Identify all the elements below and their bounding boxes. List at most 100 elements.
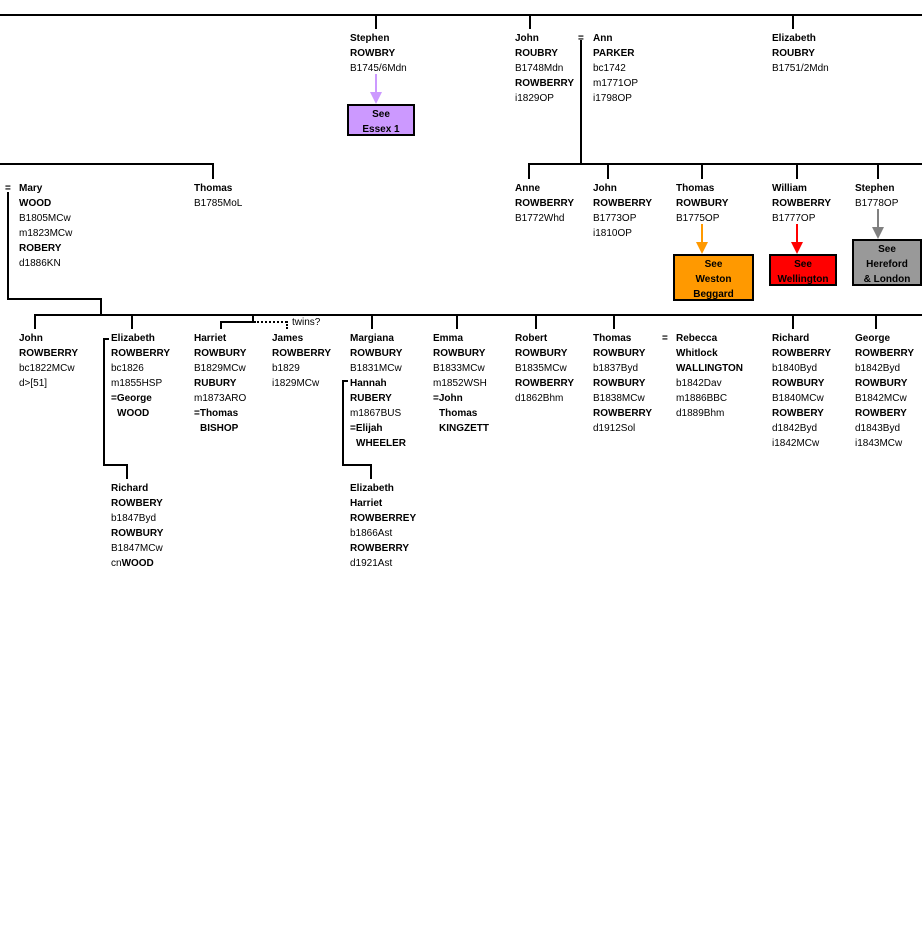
person-richard-rowberry-1840[interactable]: Richard ROWBERRY b1840Byd ROWBURY B1840M… <box>772 331 831 451</box>
given-name: Harriet <box>194 333 227 344</box>
event: cnWOOD <box>111 558 154 569</box>
event: B1745/6Mdn <box>350 63 407 74</box>
surname: ROWBERRY <box>111 348 171 359</box>
person-margiana-rowbury[interactable]: Margiana ROWBURY B1831MCw <box>350 331 402 376</box>
surname: ROWBERRY <box>593 198 653 209</box>
person-anne-rowberry[interactable]: Anne ROWBERRY B1772Whd <box>515 181 574 226</box>
person-rebecca-wallington[interactable]: Rebecca Whitlock WALLINGTON b1842Dav m18… <box>676 331 743 421</box>
link-text: Hereford <box>866 259 908 270</box>
twins-horizontal <box>220 321 254 323</box>
person-emma-rowbury[interactable]: Emma ROWBURY B1833MCw m1852WSH =John Tho… <box>433 331 489 436</box>
surname: ROUBRY <box>772 48 815 59</box>
person-stephen-rowbry[interactable]: Stephen ROWBRY B1745/6Mdn <box>350 31 407 76</box>
given-name: Emma <box>433 333 464 344</box>
wellington-arrow-icon <box>791 224 803 254</box>
link-text: & London <box>863 274 911 285</box>
link-text: Essex 1 <box>362 124 400 135</box>
spouse: =Elijah <box>350 423 383 434</box>
event: b1847Byd <box>111 513 157 524</box>
spouse: KINGZETT <box>439 423 489 434</box>
spouse: Thomas <box>439 408 478 419</box>
elizabeth-descent-drop <box>126 464 128 479</box>
person-richard-rowbery-1847[interactable]: Richard ROWBERY b1847Byd ROWBURY B1847MC… <box>111 481 163 571</box>
given-name: Thomas <box>593 333 632 344</box>
marriage-sign: = <box>5 183 11 194</box>
person-john-rowberry-1773[interactable]: John ROWBERRY B1773OP i1810OP <box>593 181 652 241</box>
hannah-descent-top <box>342 380 348 382</box>
person-hannah-rubery[interactable]: Hannah RUBERY m1867BUS =Elijah WHEELER <box>350 376 406 451</box>
person-john-rowberry-1822[interactable]: John ROWBERRY bc1822MCw d>[51] <box>19 331 78 391</box>
event: d1862Bhm <box>515 393 564 404</box>
surname: ROWBRY <box>350 48 396 59</box>
given-name: William <box>772 183 807 194</box>
surname: WOOD <box>19 198 52 209</box>
gen2-right-sibling-line <box>528 163 922 165</box>
john-ann-descent <box>580 40 582 164</box>
event: B1751/2Mdn <box>772 63 829 74</box>
drop-stephen-1778 <box>877 164 879 179</box>
surname: ROWBERRY <box>515 198 575 209</box>
event: bc1826 <box>111 363 144 374</box>
event: b1837Byd <box>593 363 639 374</box>
drop-john-1773 <box>607 164 609 179</box>
person-george-rowberry-1842[interactable]: George ROWBERRY b1842Byd ROWBURY B1842MC… <box>855 331 914 451</box>
see-wellington-link[interactable]: See Wellington <box>769 254 837 286</box>
person-thomas-1785[interactable]: Thomas B1785MoL <box>194 181 242 211</box>
event: B1775OP <box>676 213 720 224</box>
event: d1842Byd <box>772 423 818 434</box>
given-name: Hannah <box>350 378 387 389</box>
spouse: WOOD <box>117 408 150 419</box>
link-text: See <box>372 109 390 120</box>
given-name: John <box>19 333 43 344</box>
event: B1772Whd <box>515 213 565 224</box>
person-james-rowberry[interactable]: James ROWBERRY b1829 i1829MCw <box>272 331 331 391</box>
gen3-sibling-line <box>34 314 922 316</box>
event: B1748Mdn <box>515 63 564 74</box>
given-name: George <box>855 333 891 344</box>
link-text: See <box>794 259 812 270</box>
event: m1771OP <box>593 78 639 89</box>
event: B1829MCw <box>194 363 246 374</box>
given-name: Margiana <box>350 333 394 344</box>
person-thomas-rowbury-1775[interactable]: Thomas ROWBURY B1775OP <box>676 181 728 226</box>
given-name: Harriet <box>350 498 383 509</box>
person-mary-wood[interactable]: Mary WOOD B1805MCw m1823MCw ROBERY d1886… <box>19 181 72 271</box>
event: m1855HSP <box>111 378 163 389</box>
event: B1785MoL <box>194 198 243 209</box>
person-elizabeth-harriet-rowberrey[interactable]: Elizabeth Harriet ROWBERREY b1866Ast ROW… <box>350 481 416 571</box>
surname: ROWBERY <box>111 498 163 509</box>
event: B1840MCw <box>772 393 824 404</box>
person-ann-parker[interactable]: Ann PARKER bc1742 m1771OP i1798OP <box>593 31 638 106</box>
person-thomas-rowbury-1837[interactable]: Thomas ROWBURY b1837Byd ROWBURY B1838MCw… <box>593 331 652 436</box>
event: m1823MCw <box>19 228 73 239</box>
given-name: Stephen <box>855 183 895 194</box>
surname: ROWBURY <box>350 348 403 359</box>
see-weston-beggard-link[interactable]: See Weston Beggard <box>673 254 754 301</box>
event: B1842MCw <box>855 393 907 404</box>
see-essex-1-link[interactable]: See Essex 1 <box>347 104 415 136</box>
event: i1829MCw <box>272 378 320 389</box>
event: B1778OP <box>855 198 899 209</box>
given-name: Elizabeth <box>111 333 155 344</box>
person-robert-rowbury[interactable]: Robert ROWBURY B1835MCw ROWBERRY d1862Bh… <box>515 331 574 406</box>
given-name: John <box>593 183 617 194</box>
see-hereford-london-link[interactable]: See Hereford & London <box>852 239 922 286</box>
twins-dotted-drop <box>286 321 288 329</box>
surname: ROWBURY <box>433 348 486 359</box>
drop-william <box>796 164 798 179</box>
link-text: Beggard <box>693 289 734 300</box>
given-name: John <box>515 33 539 44</box>
surname: RUBERY <box>350 393 392 404</box>
person-elizabeth-roubry[interactable]: Elizabeth ROUBRY B1751/2Mdn <box>772 31 829 76</box>
person-william-rowberry[interactable]: William ROWBERRY B1777OP <box>772 181 831 226</box>
person-stephen-1778[interactable]: Stephen B1778OP <box>855 181 898 211</box>
person-john-roubry[interactable]: John ROUBRY B1748Mdn ROWBERRY i1829OP <box>515 31 574 106</box>
surname: ROWBURY <box>676 198 729 209</box>
person-harriet-rowbury[interactable]: Harriet ROWBURY B1829MCw RUBURY m1873ARO… <box>194 331 246 436</box>
surname: ROWBERY <box>772 408 824 419</box>
person-elizabeth-rowberry-1826[interactable]: Elizabeth ROWBERRY bc1826 m1855HSP =Geor… <box>111 331 170 421</box>
surname: PARKER <box>593 48 635 59</box>
drop-thomas-1837 <box>613 315 615 329</box>
twins-dotted-line <box>254 321 287 323</box>
